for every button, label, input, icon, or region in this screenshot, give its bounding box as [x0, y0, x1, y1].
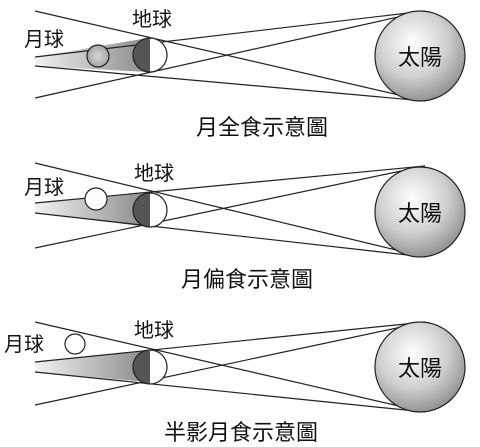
ray-line [34, 321, 426, 363]
earth-label: 地球 [134, 161, 174, 185]
ray-line [34, 162, 426, 258]
ray-line [34, 65, 426, 102]
moon [64, 333, 86, 355]
diagram-caption: 月全食示意圖 [196, 116, 328, 141]
ray-line [34, 321, 426, 406]
moon-label: 月球 [4, 332, 44, 356]
ray-line [34, 371, 426, 413]
earth [132, 349, 168, 385]
ray-line [34, 212, 426, 258]
diagram-caption: 月偏食示意圖 [181, 268, 313, 293]
moon-label: 月球 [24, 175, 64, 199]
ray-line [34, 10, 426, 99]
earth [132, 192, 168, 228]
ray-line [34, 165, 426, 249]
moon [84, 187, 108, 211]
total-eclipse-diagram: 太陽 地球 月球 月全食示意圖 [24, 7, 466, 141]
penumbral-eclipse-diagram: 太陽 地球 月球 半影月食示意圖 [4, 318, 466, 446]
sun-label: 太陽 [398, 202, 442, 227]
ray-line [34, 321, 426, 413]
earth-label: 地球 [134, 318, 174, 342]
moon-label: 月球 [24, 27, 64, 51]
moon [86, 44, 110, 68]
umbra-shadow [35, 193, 148, 227]
earth [132, 37, 168, 73]
sun-label: 太陽 [398, 357, 442, 382]
umbra-shadow [35, 350, 148, 382]
partial-eclipse-diagram: 太陽 地球 月球 月偏食示意圖 [24, 161, 466, 293]
sun-label: 太陽 [398, 46, 442, 71]
ray-line [34, 10, 426, 102]
sun [374, 166, 466, 258]
sun [374, 10, 466, 102]
earth-label: 地球 [132, 7, 172, 31]
sun [374, 321, 466, 413]
diagram-caption: 半影月食示意圖 [164, 421, 318, 446]
